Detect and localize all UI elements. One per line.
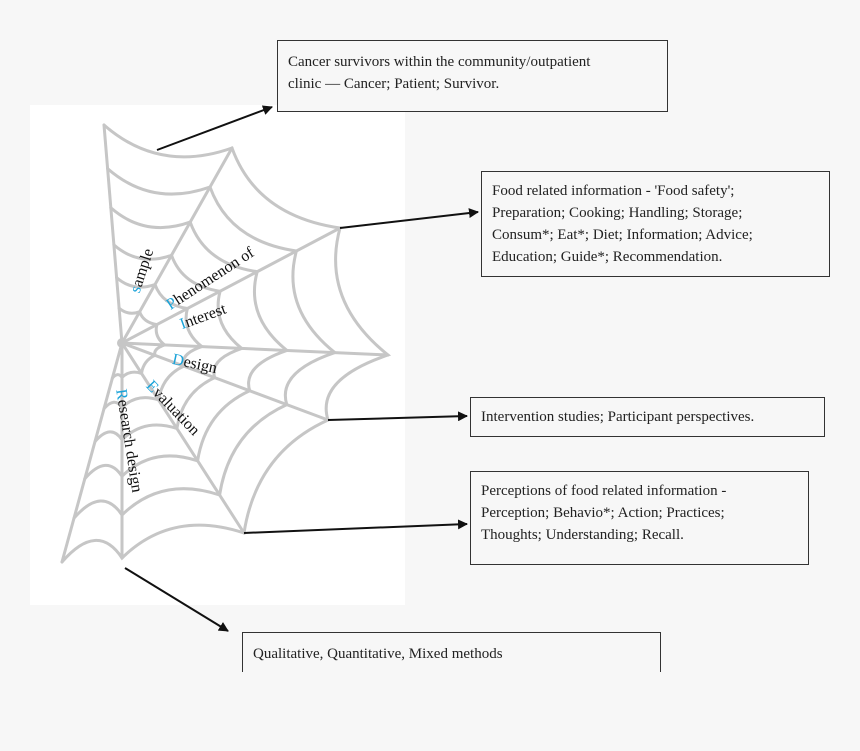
web-ring xyxy=(83,206,290,481)
web-ring xyxy=(72,167,338,520)
arrow-phenomenon xyxy=(339,208,479,229)
web-ring xyxy=(60,123,392,564)
web-ring xyxy=(102,276,205,411)
box-phenomenon: Food related information - 'Food safety'… xyxy=(481,171,830,277)
web-ring xyxy=(93,243,245,444)
box-design: Intervention studies; Participant perspe… xyxy=(470,397,825,437)
web-ring xyxy=(110,306,168,380)
arrows xyxy=(124,105,479,632)
web-panel xyxy=(30,105,405,605)
box-evaluation: Perceptions of food related information … xyxy=(470,471,809,565)
web-spoke xyxy=(102,123,124,345)
box-sample: Cancer survivors within the community/ou… xyxy=(277,40,668,112)
arrow-evaluation xyxy=(243,519,468,534)
web-hub xyxy=(117,338,127,348)
box-research-design: Qualitative, Quantitative, Mixed methods xyxy=(242,632,661,672)
arrow-design xyxy=(327,411,468,422)
web-spoke xyxy=(60,341,124,564)
spider-web xyxy=(60,123,392,564)
arrow-research-design xyxy=(124,567,229,632)
arrow-sample xyxy=(156,105,273,151)
